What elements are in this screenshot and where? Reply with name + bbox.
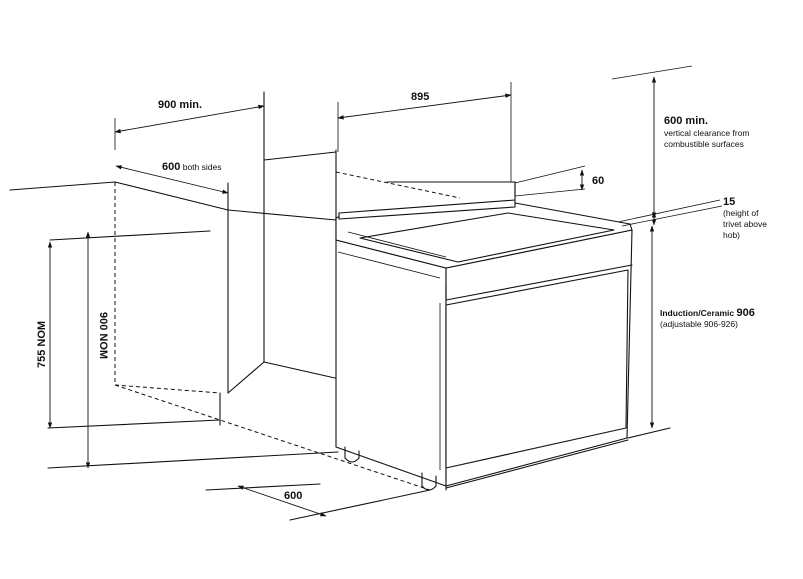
side-600-label: 600 both sides <box>162 161 221 173</box>
cooker <box>335 183 633 491</box>
trivet-15-label: 15 <box>723 196 735 208</box>
width-895-label: 895 <box>411 91 429 103</box>
dimension-lines <box>47 65 723 517</box>
depth-600-label: 600 <box>284 490 302 502</box>
height-755-nom-label: 755 NOM <box>36 321 48 368</box>
height-900-nom-label: 900 NOM <box>97 312 109 359</box>
induction-ceramic-label: Induction/Ceramic 906 <box>660 307 755 319</box>
trivet-desc-line2: trivet above <box>723 219 767 229</box>
clearance-desc-line2: combustible surfaces <box>664 139 744 149</box>
trivet-desc-line1: (height of <box>723 208 759 218</box>
clearance-desc-line1: vertical clearance from <box>664 128 750 138</box>
backguard-60-label: 60 <box>592 175 604 187</box>
adjustable-range-label: (adjustable 906-926) <box>660 319 738 329</box>
width-900-min-label: 900 min. <box>158 99 202 111</box>
clearance-600-min-label: 600 min. <box>664 115 708 127</box>
trivet-desc-line3: hob) <box>723 230 740 240</box>
